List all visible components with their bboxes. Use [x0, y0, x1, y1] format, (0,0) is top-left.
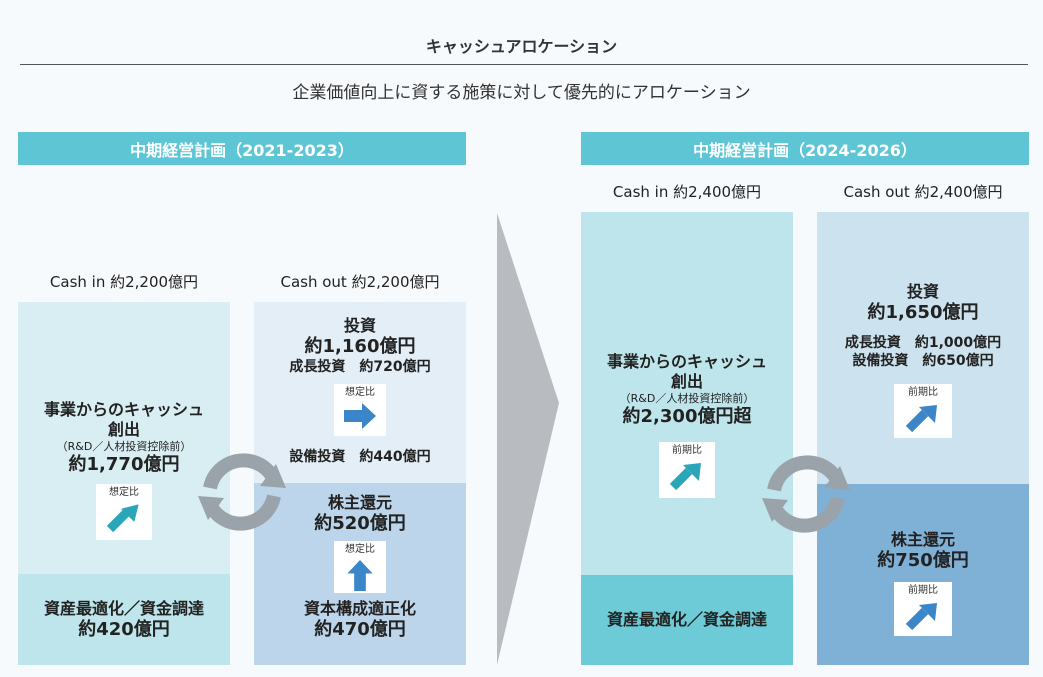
invest-title: 投資 [343, 316, 376, 335]
tag-label: 想定比 [345, 387, 375, 398]
invest-equipment: 設備投資 約440億円 [289, 449, 431, 465]
business-title-line2: 創出 [670, 372, 703, 391]
invest-growth: 成長投資 約1,000億円 [844, 335, 1002, 351]
invest-growth: 成長投資 約720億円 [289, 359, 431, 375]
up-right-arrow-icon [905, 405, 937, 433]
business-title-line1: 事業からのキャッシュ [43, 400, 204, 419]
asset-box-right: 資産最適化／資金調達 [581, 575, 793, 665]
up-right-arrow-icon [669, 463, 701, 491]
business-value: 約2,300億円超 [622, 406, 752, 427]
invest-title: 投資 [906, 282, 939, 301]
banner-plan-2024-2026: 中期経営計画（2024-2026） [581, 132, 1029, 165]
up-right-arrow-icon [106, 504, 139, 533]
asset-title: 資産最適化／資金調達 [606, 610, 767, 629]
return-box-right: 株主還元 約750億円 前期比 [817, 484, 1029, 665]
invest-box-left: 投資 約1,160億円 成長投資 約720億円 想定比 設備投資 約440億円 [254, 302, 466, 483]
tag-box: 前期比 [659, 442, 715, 498]
tag-label: 想定比 [109, 487, 139, 498]
banner-plan-2021-2023: 中期経営計画（2021-2023） [18, 132, 466, 165]
up-arrow-icon [347, 559, 373, 592]
cycle-arrows-icon [762, 455, 850, 533]
tag-label: 前期比 [908, 585, 938, 596]
cycle-arrows-icon [198, 453, 286, 531]
return-box-left: 株主還元 約520億円 想定比 資本構成適正化 約470億円 [254, 483, 466, 665]
right-arrow-icon [344, 403, 376, 429]
invest-value: 約1,160億円 [304, 336, 416, 357]
capital-title: 資本構成適正化 [303, 599, 416, 618]
page-subtitle: 企業価値向上に資する施策に対して優先的にアロケーション [292, 83, 751, 103]
business-title-line1: 事業からのキャッシュ [606, 352, 767, 371]
cash-out-label-right: Cash out 約2,400億円 [843, 183, 1003, 201]
asset-value: 約420億円 [78, 618, 170, 640]
title-divider [20, 64, 1028, 65]
asset-title: 資産最適化／資金調達 [43, 598, 204, 618]
business-cash-box-left: 事業からのキャッシュ 創出 （R&D／人材投資控除前） 約1,770億円 想定比 [18, 302, 230, 574]
tag-label: 前期比 [672, 445, 702, 456]
asset-box-left: 資産最適化／資金調達 約420億円 [18, 574, 230, 665]
business-value: 約1,770億円 [68, 454, 180, 475]
return-value: 約520億円 [314, 513, 406, 534]
transition-arrow-icon [497, 213, 559, 665]
return-title: 株主還元 [327, 493, 392, 512]
up-right-arrow-icon [905, 603, 937, 631]
cash-in-label-right: Cash in 約2,400億円 [612, 183, 762, 201]
tag-box: 想定比 [334, 384, 386, 436]
cash-out-label-left: Cash out 約2,200億円 [280, 273, 440, 291]
business-note: （R&D／人材投資控除前） [619, 392, 755, 405]
page-title: キャッシュアロケーション [425, 37, 618, 56]
tag-box: 想定比 [334, 541, 386, 593]
tag-label: 前期比 [908, 387, 938, 398]
invest-box-right: 投資 約1,650億円 成長投資 約1,000億円 設備投資 約650億円 前期… [817, 212, 1029, 484]
tag-box: 前期比 [894, 582, 952, 636]
tag-label: 想定比 [345, 544, 375, 555]
invest-value: 約1,650億円 [867, 302, 979, 323]
tag-box: 想定比 [96, 484, 152, 540]
business-note: （R&D／人材投資控除前） [56, 440, 192, 453]
business-title-line2: 創出 [107, 420, 140, 439]
return-title: 株主還元 [890, 530, 955, 549]
capital-value: 約470億円 [314, 619, 406, 640]
tag-box: 前期比 [894, 384, 952, 438]
business-cash-box-right: 事業からのキャッシュ 創出 （R&D／人材投資控除前） 約2,300億円超 前期… [581, 212, 793, 575]
return-value: 約750億円 [877, 550, 969, 571]
invest-equipment: 設備投資 約650億円 [852, 353, 994, 369]
cash-in-label-left: Cash in 約2,200億円 [49, 273, 199, 291]
